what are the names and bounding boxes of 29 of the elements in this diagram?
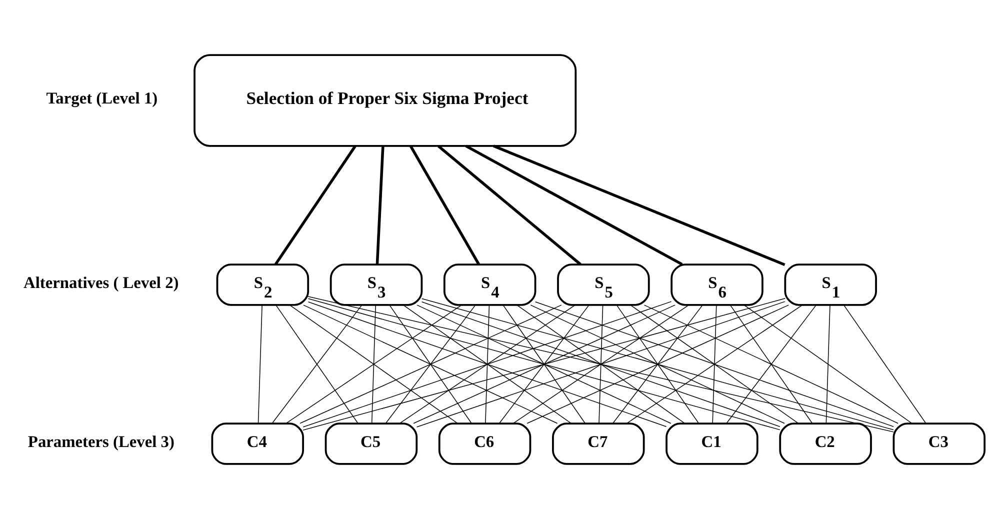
connector (492, 144, 786, 266)
connector (826, 304, 830, 424)
connector (644, 304, 898, 424)
label: Target (Level 1) (46, 88, 158, 108)
node-box: C7 (552, 422, 645, 464)
node-box: C1 (666, 422, 758, 464)
node-box: C3 (892, 422, 986, 464)
connector (274, 144, 356, 265)
connector (438, 144, 582, 265)
connector (598, 304, 604, 424)
connector (421, 298, 894, 430)
connector (308, 296, 894, 432)
connector (410, 145, 480, 265)
connector (371, 304, 376, 424)
connector (258, 304, 262, 424)
connector (485, 304, 490, 424)
connector (465, 144, 683, 266)
connector (744, 304, 912, 424)
node-box: C2 (779, 422, 872, 464)
connector (844, 304, 926, 424)
node-box: C4 (211, 422, 304, 464)
label: Parameters (Level 3) (28, 431, 174, 450)
node-box: C5 (324, 422, 418, 464)
connector (535, 300, 894, 426)
connector (712, 304, 717, 424)
connector (376, 146, 384, 264)
node-box: C6 (438, 422, 532, 464)
label: Alternatives ( Level 2) (24, 272, 179, 292)
node-box: Selection of Proper Six Sigma Project (194, 54, 577, 146)
